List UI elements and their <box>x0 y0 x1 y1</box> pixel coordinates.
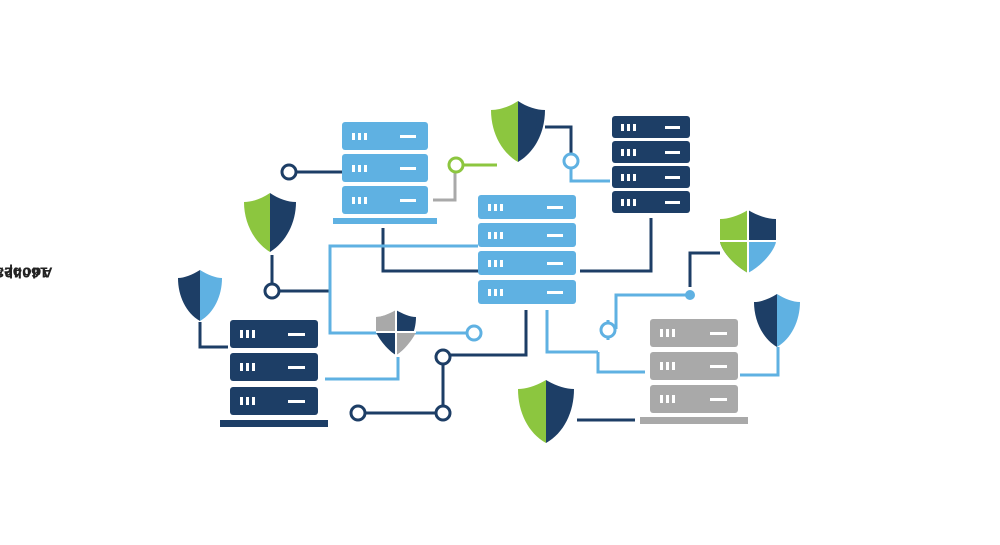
shield-center-icon <box>376 310 416 355</box>
shield-top-center-icon <box>491 101 545 162</box>
node-dark-center <box>434 348 452 366</box>
connector-dark-right-shield <box>688 251 720 287</box>
node-light-right-dot <box>685 290 695 300</box>
connector-dark-topleft-center <box>381 228 478 273</box>
node-dark-bottom-left <box>349 404 367 422</box>
connector-lines <box>198 125 780 422</box>
node-dark-far-left <box>280 163 298 181</box>
server-bottom-left-icon <box>220 320 328 427</box>
connector-light-left-branch <box>328 244 478 291</box>
connector-dark-center-down <box>450 310 528 357</box>
node-dark-bottom-right <box>434 404 452 422</box>
connector-dark-topright-center <box>580 218 653 273</box>
node-green-top <box>447 156 465 174</box>
server-top-right-icon <box>612 116 690 213</box>
connector-light-right <box>596 352 645 374</box>
shield-left-upper-icon <box>244 193 296 252</box>
node-light-right <box>599 321 617 339</box>
connector-light-bottomleft <box>325 357 400 381</box>
server-center-icon <box>478 195 576 304</box>
node-light-center <box>465 324 483 342</box>
node-dark-left <box>263 282 281 300</box>
connector-dark-leftlower <box>198 322 228 349</box>
connector-dark-shield-node <box>545 125 573 153</box>
shield-right-upper-icon <box>720 210 776 273</box>
shield-bottom-center-icon <box>518 380 574 443</box>
server-bottom-right-icon <box>640 319 748 424</box>
shield-right-lower-icon <box>754 294 800 347</box>
connector-light-right-lower <box>740 347 780 377</box>
connector-light-right-top <box>614 293 690 329</box>
shield-left-lower-icon <box>178 270 222 321</box>
connector-light-center-down <box>545 310 598 354</box>
connector-light-to-center-node <box>328 291 467 335</box>
node-light-top <box>562 152 580 170</box>
server-top-left-icon <box>333 122 437 224</box>
connector-gray-node <box>433 173 457 202</box>
connector-nodes <box>263 152 695 422</box>
connector-light-node-server <box>569 169 610 183</box>
